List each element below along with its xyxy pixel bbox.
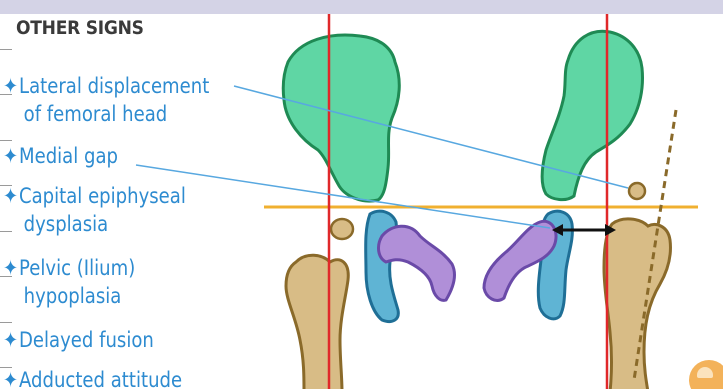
sign-delayed-fusion: ✦Delayed fusion: [3, 326, 154, 354]
four-point-star-icon: ✦: [3, 144, 18, 168]
left-ilium: [283, 35, 399, 201]
four-point-star-icon: ✦: [3, 184, 18, 208]
sign-line: Lateral displacement: [19, 74, 209, 98]
logo-badge-inner: [697, 367, 713, 378]
right-femoral-nucleus: [629, 183, 645, 199]
sign-line: Adducted attitude: [19, 368, 182, 389]
four-point-star-icon: ✦: [3, 368, 18, 389]
sign-pelvic-hypoplasia: ✦Pelvic (Ilium) hypoplasia: [3, 254, 135, 310]
sign-line: Pelvic (Ilium): [19, 256, 135, 280]
sign-lateral-displacement: ✦Lateral displacement of femoral head: [3, 72, 209, 128]
sign-line: Delayed fusion: [19, 328, 154, 352]
sign-line: dysplasia: [24, 212, 109, 236]
right-ilium: [542, 31, 642, 199]
sign-medial-gap: ✦Medial gap: [3, 142, 118, 170]
four-point-star-icon: ✦: [3, 256, 18, 280]
sign-line: of femoral head: [24, 102, 168, 126]
sign-line: Medial gap: [19, 144, 118, 168]
double-headed-arrow-icon: [552, 224, 616, 236]
left-femur: [286, 255, 348, 389]
sign-line: hypoplasia: [24, 284, 122, 308]
four-point-star-icon: ✦: [3, 74, 18, 98]
four-point-star-icon: ✦: [3, 328, 18, 352]
left-femoral-nucleus: [331, 219, 353, 239]
sign-adducted-attitude: ✦Adducted attitude: [3, 366, 182, 389]
heading: OTHER SIGNS: [16, 17, 144, 39]
sign-line: Capital epiphyseal: [19, 184, 186, 208]
sign-capital-epiphyseal-dysplasia: ✦Capital epiphyseal dysplasia: [3, 182, 186, 238]
